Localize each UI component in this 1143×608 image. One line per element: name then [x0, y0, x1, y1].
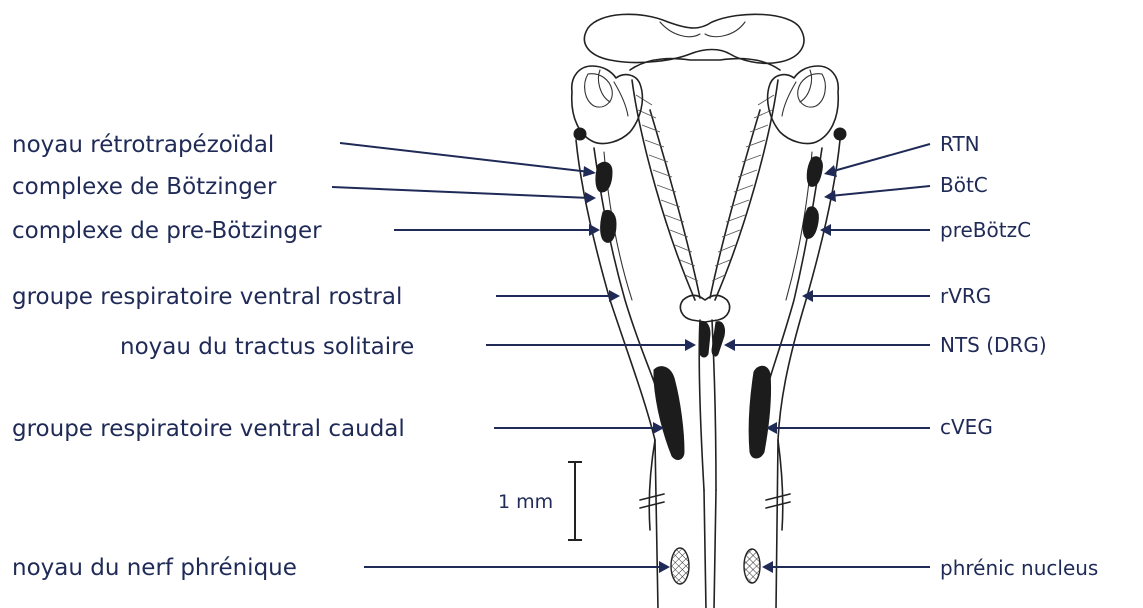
label-left-botc: complexe de Bötzinger: [12, 174, 277, 200]
phrenic-left-nucleus: [671, 548, 689, 584]
arrowhead-left-phrenic: [659, 561, 670, 573]
arrowhead-left-rvrg: [609, 290, 620, 302]
label-left-phrenic: noyau du nerf phrénique: [12, 555, 297, 581]
label-left-nts: noyau du tractus solitaire: [120, 334, 414, 360]
scale-bar-label: 1 mm: [498, 491, 553, 513]
break-mark-left: [640, 494, 664, 508]
label-right-nts: NTS (DRG): [940, 333, 1047, 357]
label-right-rvrg: rVRG: [940, 284, 991, 308]
arrowhead-right-phrenic: [762, 561, 773, 573]
nts-right-nucleus: [712, 322, 725, 356]
hatching-left: [636, 95, 698, 281]
leader-right-rtn: [830, 144, 930, 172]
label-right-prebotc: preBötzC: [940, 218, 1031, 242]
leader-left-rtn: [340, 143, 590, 172]
leader-left-botc: [332, 187, 590, 198]
label-left-cvrg: groupe respiratoire ventral caudal: [12, 416, 405, 442]
left-labels: noyau rétrotrapézoïdal complexe de Bötzi…: [12, 132, 696, 581]
right-labels: RTN BötC preBötzC rVRG NTS (DRG) cVEG ph…: [724, 132, 1098, 580]
label-left-prebotc: complexe de pre-Bötzinger: [12, 218, 322, 244]
botc-left-nucleus: [596, 162, 612, 192]
cvrg-right-nucleus: [749, 366, 770, 458]
brainstem-drawing: [572, 14, 846, 608]
arrowhead-left-botc: [585, 192, 596, 204]
scale-bar: 1 mm: [498, 462, 582, 540]
label-right-phrenic: phrénic nucleus: [940, 556, 1098, 580]
phrenic-right-nucleus: [744, 549, 760, 583]
label-left-rvrg: groupe respiratoire ventral rostral: [12, 284, 402, 310]
botc-right-nucleus: [807, 157, 822, 187]
arrowhead-right-rtn: [824, 165, 837, 177]
arrowhead-right-nts: [724, 339, 735, 351]
hatching-right: [712, 95, 774, 281]
cvrg-left-nucleus: [654, 367, 684, 460]
label-right-cvrg: cVEG: [940, 415, 993, 439]
rtn-left-dot: [574, 128, 586, 140]
nts-left-nucleus: [700, 322, 710, 358]
arrowhead-left-prebotc: [589, 224, 600, 236]
prebotc-left-nucleus: [601, 211, 616, 243]
rtn-right-dot: [834, 128, 846, 140]
label-left-rtn: noyau rétrotrapézoïdal: [12, 132, 274, 158]
label-right-rtn: RTN: [940, 132, 980, 156]
label-right-botc: BötC: [940, 173, 988, 197]
leader-right-botc: [830, 186, 930, 196]
arrowhead-left-rtn: [583, 166, 596, 177]
arrowhead-left-nts: [685, 339, 696, 351]
